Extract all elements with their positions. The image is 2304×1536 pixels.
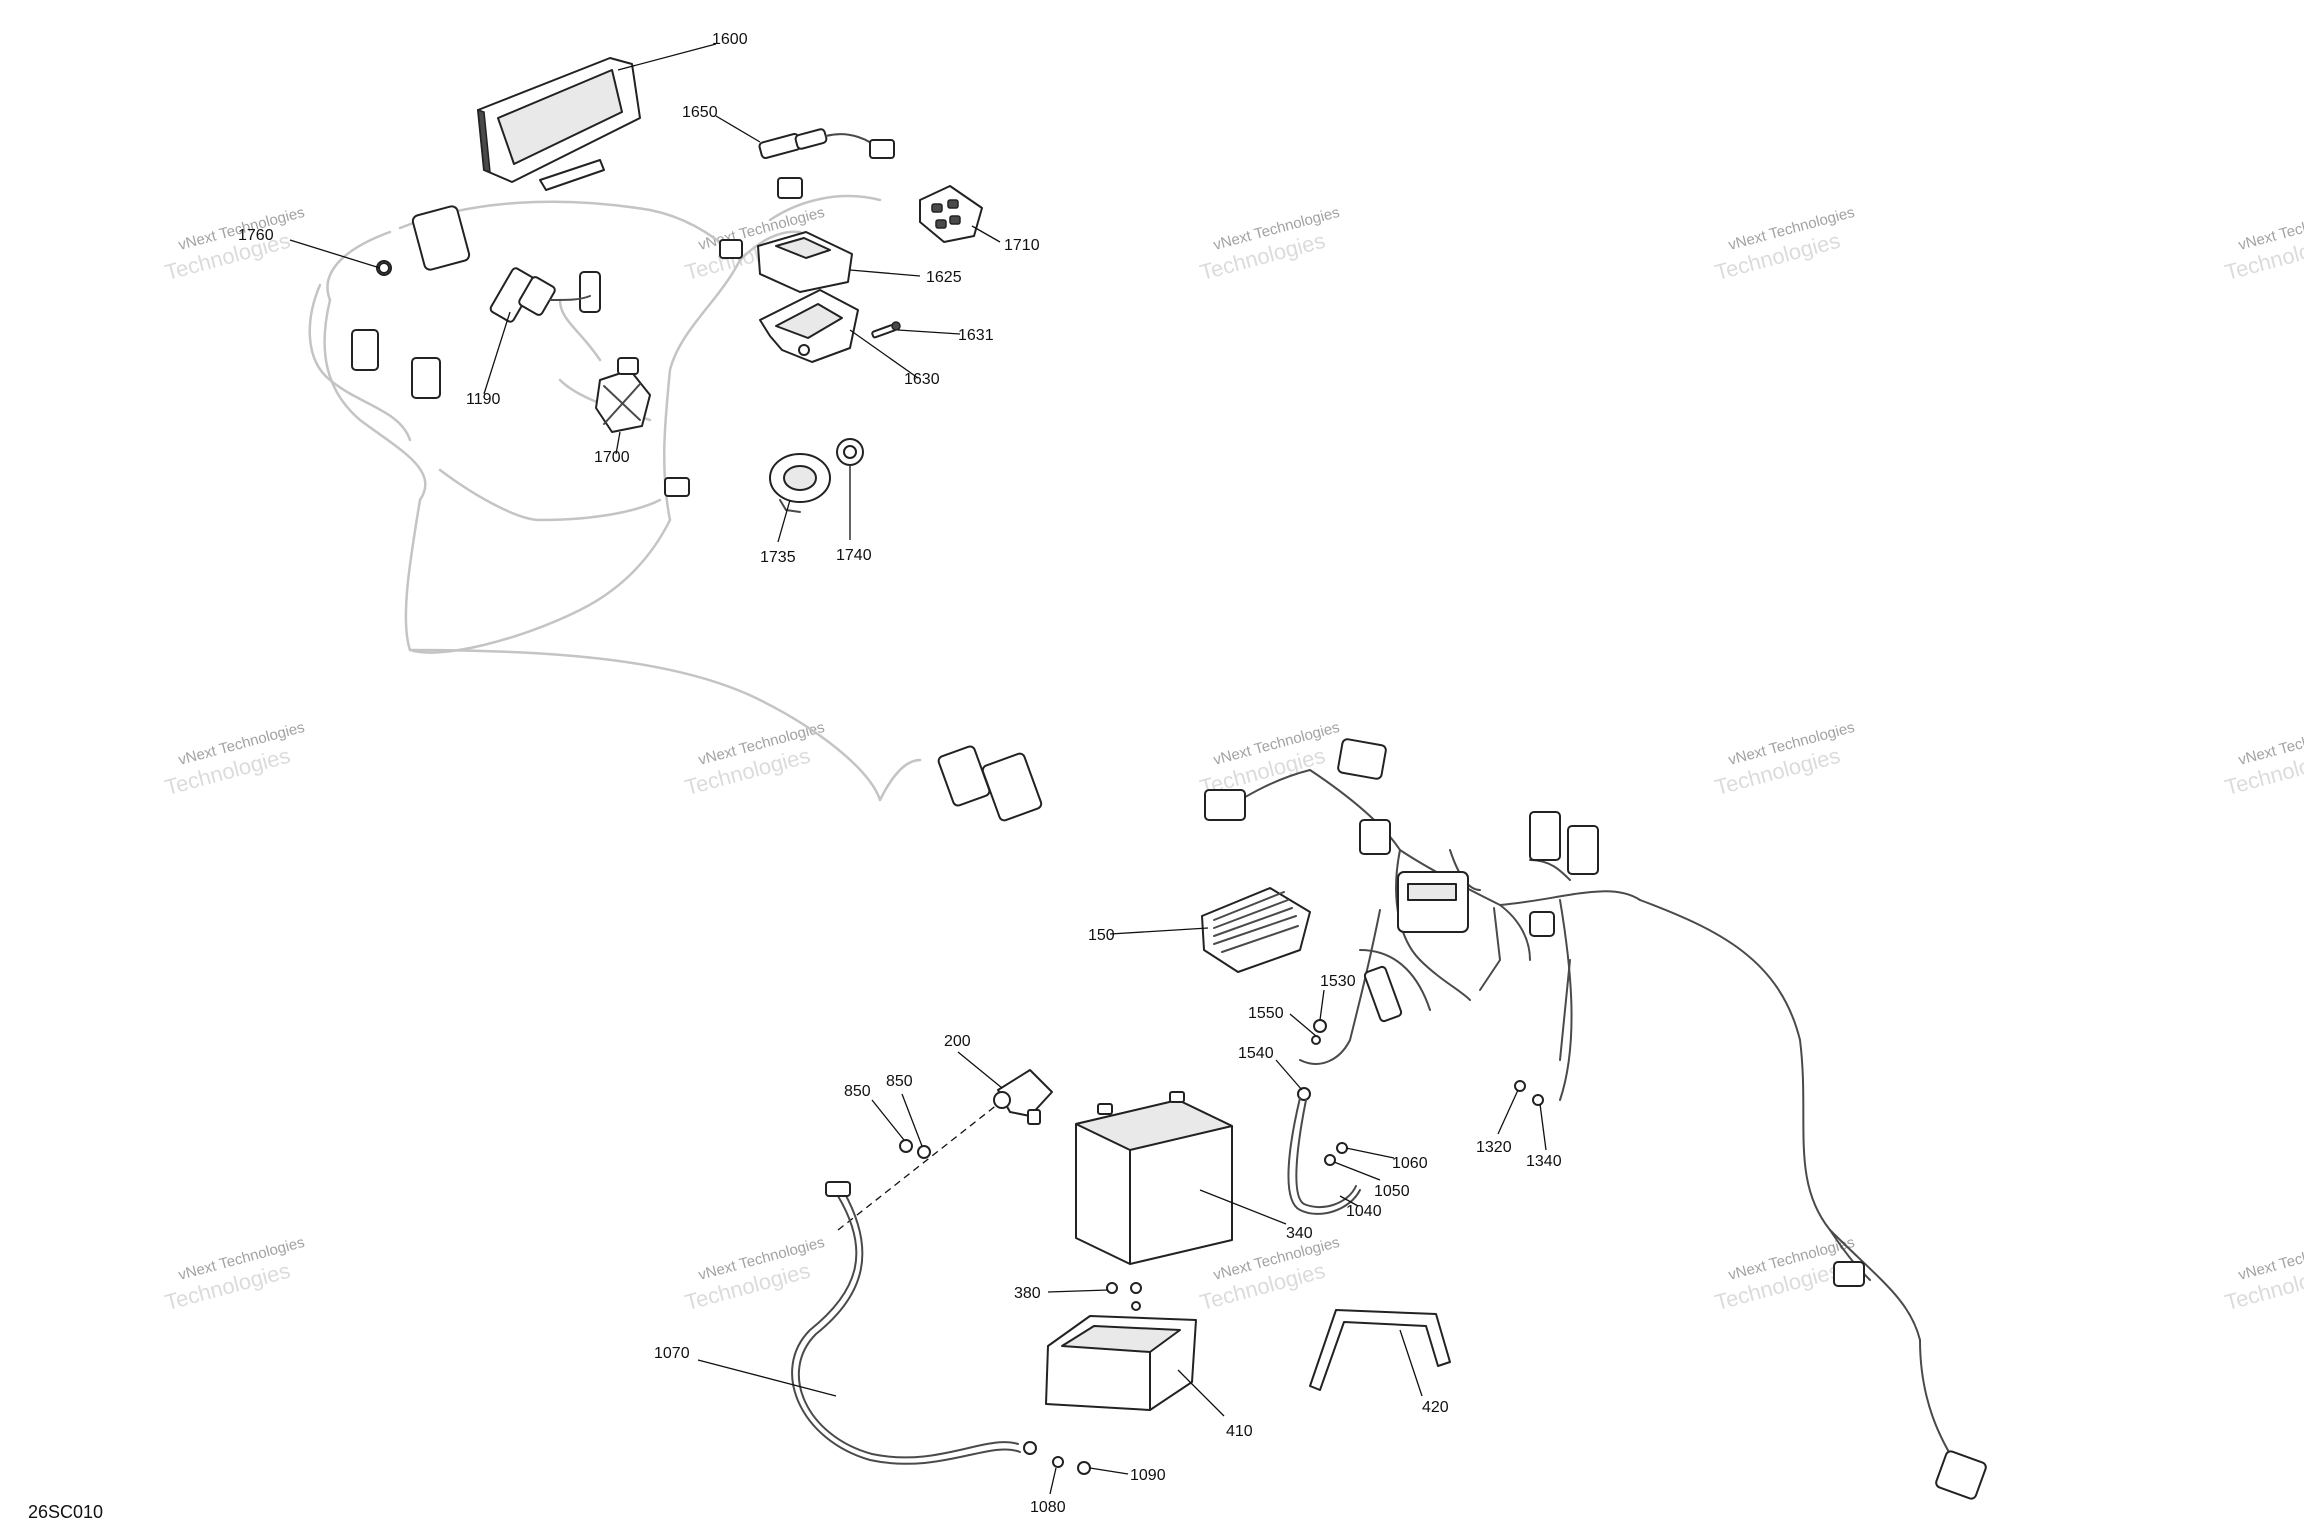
callout-1090: 1090 [1130, 1467, 1166, 1484]
harness-connector [937, 745, 991, 807]
harness-connector [719, 239, 743, 259]
watermark: vNext Technologies Technologies [162, 204, 306, 285]
callout-850-b: 850 [886, 1073, 913, 1090]
watermark: vNext Technologies Technologies [682, 1234, 826, 1315]
callout-1040: 1040 [1346, 1203, 1382, 1220]
callout-1320: 1320 [1476, 1139, 1512, 1156]
harness-connector [1935, 1450, 1987, 1500]
main-harness-connectors [1204, 738, 1987, 1500]
callout-1735: 1735 [760, 549, 796, 566]
watermark: vNext Technologies Technologies [1712, 719, 1856, 800]
bolt-1530 [1313, 1019, 1327, 1033]
callout-1080: 1080 [1030, 1499, 1066, 1516]
callout-1340: 1340 [1526, 1153, 1562, 1170]
harness-connector [1529, 811, 1561, 861]
nut-850-a [899, 1139, 913, 1153]
harness-connector [411, 357, 441, 399]
screw-1631 [871, 321, 901, 339]
harness-clip-1760 [378, 262, 390, 274]
callout-1760: 1760 [238, 227, 274, 244]
callout-850-a: 850 [844, 1083, 871, 1100]
watermark: vNext Technologies Technologies [2222, 1234, 2304, 1315]
harness-connector [351, 329, 379, 371]
battery-tray-410 [1045, 1315, 1197, 1411]
lamp-socket-1735 [769, 453, 831, 513]
callout-420: 420 [1422, 1399, 1449, 1416]
harness-connector [1204, 789, 1246, 821]
nut-1340 [1532, 1094, 1544, 1106]
callout-1540: 1540 [1238, 1045, 1274, 1062]
washer-1550 [1311, 1035, 1321, 1045]
battery-340 [1075, 1091, 1233, 1265]
screw-380 [1106, 1282, 1142, 1311]
callout-1070: 1070 [654, 1345, 690, 1362]
harness-connector [1359, 819, 1391, 855]
callout-340: 340 [1286, 1225, 1313, 1242]
callout-1550: 1550 [1248, 1005, 1284, 1022]
nut-1740 [836, 438, 864, 466]
bolt-1320 [1514, 1080, 1526, 1092]
callout-1710: 1710 [1004, 237, 1040, 254]
harness-connector [411, 205, 471, 271]
battery-cable-1040 [1287, 1097, 1361, 1215]
harness-connector [1529, 911, 1555, 937]
callout-1060: 1060 [1392, 1155, 1428, 1172]
callout-1190: 1190 [466, 391, 501, 408]
harness-connector [664, 477, 690, 497]
upper-wiring-harness [308, 194, 922, 802]
bracket-1630 [759, 289, 859, 363]
switch-block-1710 [919, 185, 983, 243]
watermark: vNext Technologies Technologies [2222, 204, 2304, 285]
watermark: vNext Technologies Technologies [2222, 719, 2304, 800]
switch-1700 [595, 357, 651, 433]
nut-1080 [1052, 1456, 1064, 1468]
callout-1530: 1530 [1320, 973, 1356, 990]
watermark: vNext Technologies Technologies [1197, 204, 1341, 285]
battery-cable-1070 [791, 1181, 1037, 1465]
upper-harness-connectors [351, 177, 1043, 822]
watermark: vNext Technologies Technologies [682, 719, 826, 800]
nut-850-b [917, 1145, 931, 1159]
callout-380: 380 [1014, 1285, 1041, 1302]
harness-connector [777, 177, 803, 199]
callout-410: 410 [1226, 1423, 1253, 1440]
nut-1050 [1324, 1154, 1336, 1166]
callout-150: 150 [1088, 927, 1115, 944]
watermark: vNext Technologies Technologies [162, 1234, 306, 1315]
watermark: vNext Technologies Technologies [1197, 1234, 1341, 1315]
connector-1190 [489, 267, 601, 323]
callout-1625: 1625 [926, 269, 962, 286]
terminal-1540 [1297, 1087, 1311, 1101]
leader-lines [289, 43, 1547, 1495]
callout-1700: 1700 [594, 449, 630, 466]
connector-plug-1650 [758, 128, 895, 160]
voltage-regulator-150 [1201, 887, 1311, 973]
callout-1600: 1600 [712, 31, 748, 48]
hold-down-strap-420 [1309, 1309, 1451, 1391]
callout-labels: 1600 1650 1760 1710 1625 1631 1630 1190 … [238, 31, 1562, 1516]
watermark: vNext Technologies Technologies [1197, 719, 1341, 800]
callout-200: 200 [944, 1033, 971, 1050]
watermark: vNext Technologies Technologies [162, 719, 306, 800]
watermark: vNext Technologies Technologies [1712, 204, 1856, 285]
harness-connector [1567, 825, 1599, 875]
instrument-cluster [477, 57, 641, 191]
fuse-box [1397, 871, 1469, 933]
bolt-1060 [1336, 1142, 1348, 1154]
module-1625 [757, 231, 853, 293]
harness-connector [1337, 738, 1387, 780]
callout-1650: 1650 [682, 104, 718, 121]
callout-1740: 1740 [836, 547, 872, 564]
harness-connector [1363, 965, 1403, 1023]
starter-solenoid-200 [993, 1069, 1053, 1125]
diagram-code: 26SC010 [28, 1502, 103, 1522]
callout-1050: 1050 [1374, 1183, 1410, 1200]
callout-1631: 1631 [958, 327, 994, 344]
assembly-line [837, 1103, 999, 1231]
callout-1630: 1630 [904, 371, 940, 388]
harness-connector [981, 752, 1043, 822]
harness-connector [1833, 1261, 1865, 1287]
washer-1090 [1077, 1461, 1091, 1475]
